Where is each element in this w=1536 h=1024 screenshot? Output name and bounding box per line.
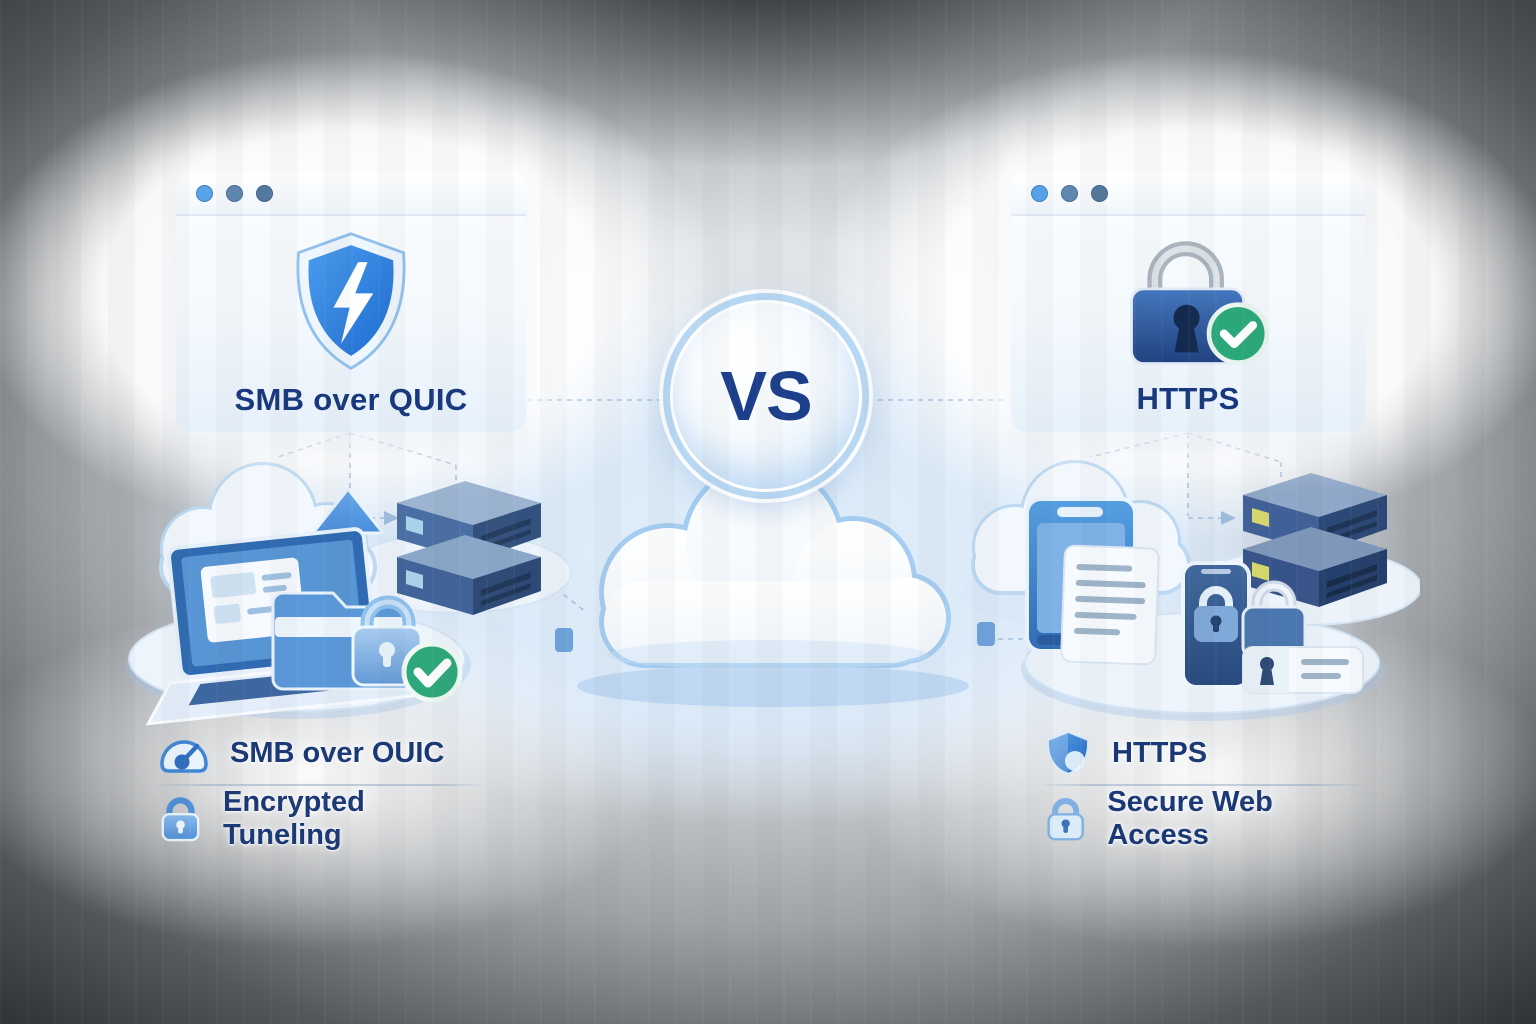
- credential-card-icon: [1242, 646, 1364, 694]
- cloud-body: [604, 467, 946, 663]
- legend-label: SMB over OUIC: [230, 736, 445, 769]
- secure-devices-illustration: [961, 460, 1420, 721]
- card-title: SMB over QUIC: [234, 382, 468, 417]
- legend-divider: [1044, 784, 1360, 786]
- server-unit: [397, 535, 541, 615]
- arrowhead-right: [1221, 511, 1236, 525]
- smb-legend: SMB over OUIC Encrypted Tuneling: [158, 727, 480, 851]
- legend-row: SMB over OUIC: [158, 727, 480, 779]
- cloud-inner-shade: [608, 640, 928, 670]
- legend-label: Secure Web Access: [1107, 786, 1273, 851]
- cloud-shadow: [577, 665, 969, 707]
- legend-label: HTTPS: [1112, 736, 1208, 769]
- window-dot: [196, 184, 213, 202]
- check-badge-icon: [401, 641, 463, 703]
- arrowhead-left: [384, 511, 399, 525]
- window-dot: [1061, 184, 1078, 202]
- shield-icon: [1046, 730, 1090, 776]
- legend-row: Encrypted Tuneling: [158, 786, 480, 851]
- client-upload-illustration: [125, 462, 572, 726]
- server-unit: [1243, 527, 1387, 607]
- smb-over-quic-card: SMB over QUIC: [176, 172, 526, 432]
- document-icon: [1060, 544, 1160, 666]
- window-dot: [226, 184, 243, 202]
- legend-divider: [158, 784, 480, 786]
- vs-label: VS: [720, 357, 812, 435]
- legend-row: HTTPS: [1044, 727, 1360, 779]
- server-stack-icon: [397, 481, 541, 615]
- vs-badge: VS: [670, 300, 862, 492]
- window-dot: [1031, 184, 1048, 202]
- cloud-left-port: [555, 628, 573, 652]
- legend-label: Encrypted Tuneling: [222, 786, 365, 851]
- legend-row: Secure Web Access: [1044, 786, 1360, 851]
- window-titlebar: [1011, 172, 1365, 216]
- https-legend: HTTPS Secure Web Access: [1044, 727, 1360, 851]
- window-titlebar: [176, 172, 526, 216]
- padlock-icon: [161, 797, 200, 842]
- padlock-icon: [1047, 798, 1084, 841]
- card-title: HTTPS: [1136, 381, 1240, 416]
- https-card: HTTPS: [1011, 172, 1365, 432]
- window-dot: [1091, 184, 1108, 202]
- padlock-verified-icon: [1130, 241, 1270, 365]
- server-stack-icon: [1243, 473, 1387, 607]
- cloud-network-illustration: [555, 462, 995, 707]
- window-dot: [256, 184, 273, 202]
- phone-lock-icon: [1181, 561, 1251, 689]
- speedometer-icon: [160, 740, 208, 773]
- shield-lightning-icon: [296, 232, 406, 370]
- cloud-right-port: [977, 622, 995, 646]
